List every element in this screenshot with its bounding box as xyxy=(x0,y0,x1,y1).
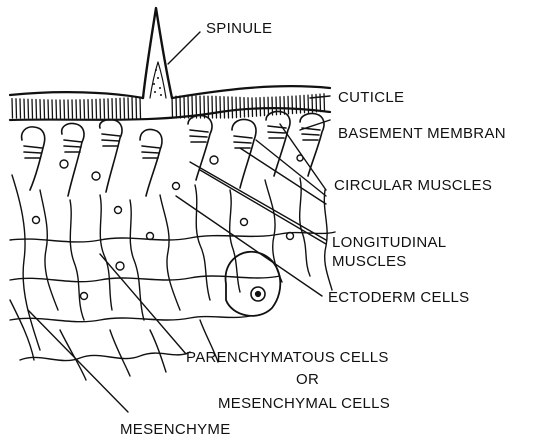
cuticle-hatch-line xyxy=(196,96,197,118)
cuticle-hatch-line xyxy=(92,99,93,118)
cuticle-hatch-line xyxy=(56,100,57,118)
cuticle-hatch-line xyxy=(44,100,45,118)
cuticle-hatch-line xyxy=(32,99,33,118)
cuticle-hatch-line xyxy=(52,100,53,118)
cuticle-hatch-line xyxy=(176,96,177,118)
label-longitudinal-muscles-1: LONGITUDINAL xyxy=(332,234,446,251)
cuticle-hatch-line xyxy=(24,99,25,118)
cuticle-hatch-line xyxy=(256,98,257,116)
cuticle-hatch-line xyxy=(28,99,29,118)
cuticle-hatch-line xyxy=(188,96,189,118)
cuticle-hatch-line xyxy=(240,97,241,117)
cuticle-hatch-line xyxy=(224,97,225,118)
cuticle-hatch-line xyxy=(128,98,129,118)
cuticle-hatch-line xyxy=(184,96,185,118)
cuticle-hatch-line xyxy=(216,96,217,118)
cuticle-hatch-line xyxy=(72,100,73,118)
cuticle-hatch-line xyxy=(140,97,141,118)
cuticle-hatch-line xyxy=(136,97,137,118)
cuticle-hatch-line xyxy=(244,98,245,117)
cell-network xyxy=(10,155,335,380)
label-longitudinal-muscles-2: MUSCLES xyxy=(332,253,407,270)
cuticle-hatch-line xyxy=(192,96,193,118)
cuticle-hatch-line xyxy=(60,100,61,118)
cuticle-hatch-line xyxy=(248,98,249,117)
cuticle-hatch-line xyxy=(204,96,205,118)
label-basement-membrane: BASEMENT MEMBRAN xyxy=(338,125,506,142)
cuticle-hatch-line xyxy=(212,96,213,118)
cuticle-hatch-line xyxy=(36,100,37,118)
cuticle-hatch-line xyxy=(228,97,229,118)
cuticle-hatch-line xyxy=(304,95,305,112)
label-circular-muscles: CIRCULAR MUSCLES xyxy=(334,177,492,194)
cuticle-hatch-line xyxy=(112,99,113,118)
cuticle-hatch-line xyxy=(64,100,65,118)
cuticle-hatch-line xyxy=(16,99,17,118)
diagram-labels: SPINULE CUTICLE BASEMENT MEMBRAN CIRCULA… xyxy=(120,20,506,438)
cuticle-hatch-line xyxy=(84,100,85,118)
cuticle-hatch-line xyxy=(88,100,89,118)
cuticle-hatch-line xyxy=(80,100,81,118)
label-mesenchymal-cells: MESENCHYMAL CELLS xyxy=(218,395,390,412)
cuticle-hatch-line xyxy=(220,97,221,118)
cuticle-hatch-line xyxy=(48,100,49,118)
cuticle-hatch-line xyxy=(120,98,121,118)
cuticle-hatch-line xyxy=(96,99,97,118)
cuticle-hatch-line xyxy=(252,98,253,117)
cuticle-hatch-line xyxy=(40,100,41,118)
cuticle-hatch-line xyxy=(264,97,265,115)
label-cuticle: CUTICLE xyxy=(338,89,404,106)
label-mesenchyme: MESENCHYME xyxy=(120,421,231,438)
cuticle-hatch-line xyxy=(292,96,293,113)
cuticle-hatch-line xyxy=(296,96,297,113)
cuticle-hatch-line xyxy=(180,96,181,118)
cuticle-hatch-line xyxy=(268,97,269,115)
cuticle-hatch-line xyxy=(208,96,209,118)
cuticle-hatch-line xyxy=(172,96,173,118)
cuticle-hatch-line xyxy=(288,96,289,113)
label-ectoderm-cells: ECTODERM CELLS xyxy=(328,289,469,306)
cuticle-hatch-line xyxy=(236,97,237,117)
cuticle-hatch-line xyxy=(284,97,285,115)
cuticle-hatch-line xyxy=(232,97,233,118)
cuticle-hatch-line xyxy=(260,98,261,116)
cuticle-hatch-line xyxy=(100,99,101,118)
spinule xyxy=(143,8,172,98)
cuticle-hatch-line xyxy=(300,96,301,113)
cuticle-hatch-line xyxy=(68,100,69,118)
cuticle-hatch-line xyxy=(124,98,125,118)
cuticle-hatch-line xyxy=(12,99,13,118)
label-parenchymatous-cells: PARENCHYMATOUS CELLS xyxy=(186,349,389,366)
cuticle-hatch-line xyxy=(76,100,77,118)
cuticle-hatch-line xyxy=(308,95,309,112)
cuticle-hatch-line xyxy=(108,99,109,118)
label-or: OR xyxy=(296,371,319,388)
cuticle-hatch-line xyxy=(104,99,105,118)
label-spinule: SPINULE xyxy=(206,20,272,37)
cuticle-hatch-line xyxy=(116,98,117,118)
cuticle-hatch-line xyxy=(20,99,21,118)
cuticle-hatch-line xyxy=(132,98,133,118)
